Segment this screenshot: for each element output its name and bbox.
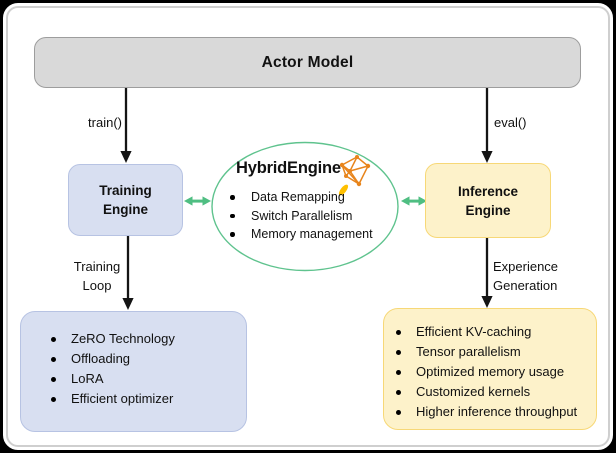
hybrid-engine-feature-list: Data Remapping Switch Parallelism Memory… (222, 188, 373, 244)
training-feature-item: LoRA (49, 369, 246, 389)
inference-feature-item: Optimized memory usage (394, 362, 596, 382)
training-feature-item: Offloading (49, 349, 246, 369)
actor-model-box: Actor Model (34, 37, 581, 88)
hybrid-feature-item: Data Remapping (222, 188, 373, 207)
inference-features-list: Efficient KV-caching Tensor parallelism … (384, 309, 596, 422)
training-features-list: ZeRO Technology Offloading LoRA Efficien… (21, 312, 246, 409)
hybrid-inference-double-arrow (401, 196, 427, 206)
experience-generation-edge-label: Experience Generation (493, 258, 558, 295)
train-edge-label: train() (88, 115, 122, 130)
training-engine-label-line2: Engine (102, 202, 148, 217)
training-feature-item: ZeRO Technology (49, 329, 246, 349)
actor-model-label: Actor Model (261, 53, 354, 71)
hybrid-feature-item: Switch Parallelism (222, 207, 373, 226)
inference-feature-item: Customized kernels (394, 382, 596, 402)
training-features-box: ZeRO Technology Offloading LoRA Efficien… (20, 311, 247, 432)
hybrid-feature-item: Memory management (222, 225, 373, 244)
experience-generation-arrow (481, 238, 493, 308)
training-loop-arrow (122, 236, 134, 310)
training-engine-box: Training Engine (68, 164, 183, 236)
inference-feature-item: Efficient KV-caching (394, 322, 596, 342)
training-hybrid-double-arrow (184, 196, 211, 206)
inference-engine-box: Inference Engine (425, 163, 551, 238)
network-graph-icon (340, 156, 369, 186)
network-rocket-icon (338, 155, 371, 196)
inference-engine-label-line2: Engine (465, 202, 511, 218)
inference-features-box: Efficient KV-caching Tensor parallelism … (383, 308, 597, 430)
training-loop-line1: Training (73, 259, 121, 274)
training-loop-edge-label: Training Loop (55, 258, 139, 295)
training-loop-line2: Loop (82, 277, 112, 293)
inference-feature-item: Tensor parallelism (394, 342, 596, 362)
inference-engine-label-line1: Inference (457, 183, 519, 199)
network-node-dots (339, 155, 371, 187)
comet-icon (338, 184, 349, 196)
training-engine-label-line1: Training (99, 183, 152, 198)
experience-generation-line2: Generation (493, 277, 558, 293)
train-arrow (120, 88, 132, 163)
hybrid-engine-title: HybridEngine (236, 159, 341, 177)
eval-edge-label: eval() (494, 115, 527, 130)
experience-generation-line1: Experience (493, 259, 559, 274)
training-feature-item: Efficient optimizer (49, 389, 246, 409)
eval-arrow (481, 88, 493, 163)
inference-feature-item: Higher inference throughput (394, 402, 596, 422)
